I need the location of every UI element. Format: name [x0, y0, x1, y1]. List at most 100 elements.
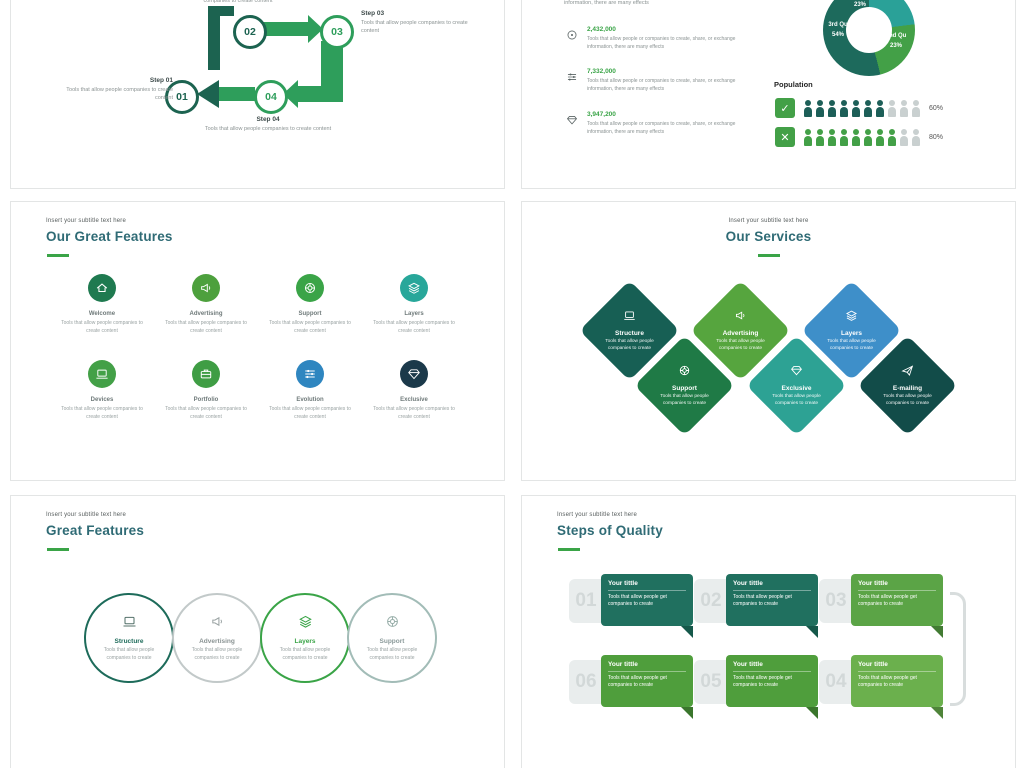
feature-item: Support Tools that allow people companie… — [258, 274, 362, 336]
step-item: 03 Your tittle Tools that allow people g… — [819, 574, 943, 640]
feature-label: Layers — [404, 311, 424, 317]
service-label: Structure — [615, 329, 644, 337]
service-content: Advertising Tools that allow people comp… — [705, 295, 776, 366]
briefcase-icon — [192, 360, 220, 388]
feature-label: Welcome — [88, 311, 116, 317]
sliders-icon — [296, 360, 324, 388]
flow-step-number: 01 — [176, 91, 188, 103]
slide-thumb-our-services[interactable]: Insert your subtitle text here Our Servi… — [521, 201, 1016, 481]
stat-item: 7,332,000 Tools that allow people or com… — [566, 68, 801, 93]
slide-title: Our Great Features — [46, 229, 173, 244]
feature-item: Portfolio Tools that allow people compan… — [154, 360, 258, 422]
service-label: Advertising — [722, 329, 759, 337]
features-row: Welcome Tools that allow people companie… — [50, 274, 466, 336]
service-content: Layers Tools that allow people companies… — [816, 295, 887, 366]
divider — [858, 590, 936, 591]
person-icon — [900, 100, 908, 117]
flow-connector-dark-v — [208, 6, 220, 70]
person-icon — [828, 129, 836, 146]
feature-label: Exclusive — [400, 397, 428, 403]
step-box-title: Your tittle — [608, 661, 638, 668]
slide-title: Great Features — [46, 523, 145, 538]
slide-thumb-statistics[interactable]: information, there are many effects 2,43… — [521, 0, 1016, 189]
laptop-icon — [88, 360, 116, 388]
step-label: Step 01 — [149, 77, 173, 84]
person-icon — [900, 129, 908, 146]
feature-label: Devices — [90, 397, 114, 403]
donut-label: 3rd Qu 54% — [820, 21, 856, 40]
step-box-title: Your tittle — [733, 661, 763, 668]
divider — [608, 590, 686, 591]
slide-subtitle: Insert your subtitle text here — [557, 512, 638, 518]
stat-body: 3,947,200 Tools that allow people or com… — [587, 111, 762, 136]
feature-desc: Tools that allow people companies to cre… — [165, 406, 247, 420]
step-box-title: Your tittle — [608, 580, 638, 587]
stat-desc: Tools that allow people or companies to … — [587, 36, 736, 50]
step-box-desc: Tools that allow people get companies to… — [608, 594, 667, 608]
lifebuoy-icon — [385, 614, 400, 634]
step-number: 02 — [700, 590, 722, 611]
cross-icon: ✕ — [775, 127, 795, 147]
feature-desc: Tools that allow people companies to cre… — [61, 406, 143, 420]
service-content: Exclusive Tools that allow people compan… — [761, 350, 832, 421]
laptop-icon — [122, 614, 137, 634]
title-underline — [47, 254, 69, 257]
gem-icon — [566, 113, 578, 136]
step-box-tail — [931, 626, 943, 638]
feature-label: Portfolio — [193, 397, 219, 403]
step-box-desc: Tools that allow people get companies to… — [733, 594, 792, 608]
step-box-tail — [681, 707, 693, 719]
donut-slice-name: 2nd Qu — [885, 33, 907, 39]
person-icon — [840, 100, 848, 117]
feature-desc: Tools that allow people companies to cre… — [269, 320, 351, 334]
slide-thumb-steps-of-quality[interactable]: Insert your subtitle text here Steps of … — [521, 495, 1016, 768]
slide-title: Our Services — [725, 229, 812, 244]
step-desc: Tools that allow people companies to cre… — [66, 87, 173, 102]
step-box-tail — [931, 707, 943, 719]
service-label: Support — [672, 384, 697, 392]
step-01-text: Step 01 Tools that allow people companie… — [63, 77, 173, 103]
service-label: Exclusive — [781, 384, 812, 392]
step-number: 05 — [700, 671, 722, 692]
step-box-desc: Tools that allow people get companies to… — [858, 675, 917, 689]
flow-step-circle-02: 02 — [233, 15, 267, 49]
sliders-icon — [566, 70, 578, 93]
slide-thumb-our-great-features[interactable]: Insert your subtitle text here Our Great… — [10, 201, 505, 481]
slide-thumb-process-flow[interactable]: companies to create content 01 02 03 04 … — [10, 0, 505, 189]
step-04-text: Step 04 Tools that allow people companie… — [203, 116, 333, 133]
service-label: Layers — [841, 329, 862, 337]
step-box-desc: Tools that allow people get companies to… — [733, 675, 792, 689]
flow-connector-green-v — [321, 41, 343, 88]
population-title: Population — [774, 80, 813, 89]
step-03-text: Step 03 Tools that allow people companie… — [361, 10, 469, 36]
feature-item: Evolution Tools that allow people compan… — [258, 360, 362, 422]
stat-value: 2,432,000 — [587, 26, 616, 33]
feature-circle: Structure Tools that allow people compan… — [84, 593, 174, 683]
circle-label: Structure — [114, 638, 144, 645]
population-percent: 80% — [929, 133, 944, 141]
donut-label: 23% — [854, 2, 867, 8]
service-desc: Tools that allow people companies to cre… — [660, 393, 709, 406]
step-box-tail — [806, 626, 818, 638]
diamond-icon — [790, 364, 803, 382]
person-icon — [804, 129, 812, 146]
stat-value: 3,947,200 — [587, 111, 616, 118]
target-icon — [566, 28, 578, 51]
stat-body: 2,432,000 Tools that allow people or com… — [587, 26, 762, 51]
slide-subtitle: Insert your subtitle text here — [46, 512, 127, 518]
diamond-icon — [400, 360, 428, 388]
feature-label: Advertising — [189, 311, 223, 317]
flow-arrow-shaft — [219, 87, 255, 101]
stat-body: 7,332,000 Tools that allow people or com… — [587, 68, 762, 93]
step-box-tail — [806, 707, 818, 719]
megaphone-icon — [734, 309, 747, 327]
flow-arrow-right-head — [308, 15, 323, 43]
person-icon — [912, 100, 920, 117]
flow-step-number: 02 — [244, 26, 256, 38]
service-diamond: Layers Tools that allow people companies… — [801, 280, 902, 381]
person-icon — [840, 129, 848, 146]
slide-thumb-great-features[interactable]: Insert your subtitle text here Great Fea… — [10, 495, 505, 768]
step-box-title: Your tittle — [858, 580, 888, 587]
person-icon — [816, 129, 824, 146]
